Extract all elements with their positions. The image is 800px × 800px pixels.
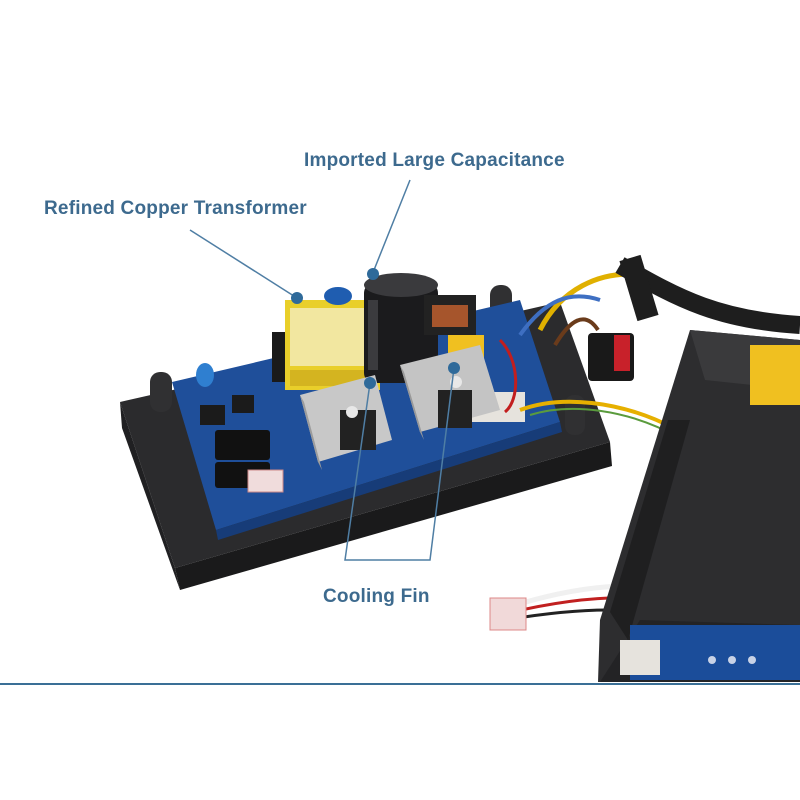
right-enclosure-lid — [598, 330, 800, 682]
white-plug — [489, 597, 527, 631]
transformer-label: Refined Copper Transformer — [44, 198, 307, 219]
capacitor-label: Imported Large Capacitance — [304, 150, 565, 171]
fin-marker-dot-left — [364, 377, 376, 389]
transformer-marker-dot — [291, 292, 303, 304]
capacitor-component — [364, 273, 438, 383]
bottom-divider — [0, 683, 800, 685]
heat-sink-left — [300, 375, 392, 470]
heat-sink-right — [400, 345, 500, 440]
fin-marker-dot-right — [448, 362, 460, 374]
cooling-fin-label: Cooling Fin — [323, 586, 430, 607]
transformer-component — [272, 287, 380, 390]
capacitor-marker-dot — [367, 268, 379, 280]
annotation-leaders — [189, 179, 460, 561]
